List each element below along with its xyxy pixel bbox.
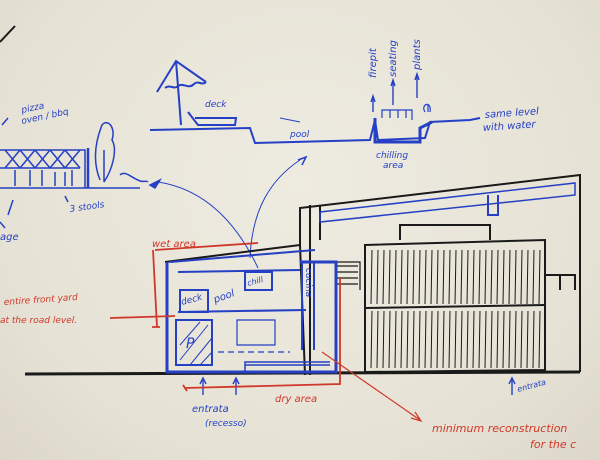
label-wet-area: wet area	[152, 239, 196, 250]
label-entrata: entrata	[192, 404, 229, 415]
hatch-line	[388, 310, 391, 369]
hatch-line	[382, 249, 385, 305]
label-dry-area: dry area	[275, 394, 317, 405]
stray-stroke	[0, 25, 16, 43]
label-minimum-reconstruction: minimum reconstruction	[432, 422, 567, 435]
hatch-line	[514, 249, 517, 305]
cladding-hatch: (function(){ var g=document.currentScrip…	[370, 249, 541, 369]
hatch-line	[400, 310, 403, 369]
pool-section-sketch	[149, 59, 481, 145]
hatch-line	[412, 310, 415, 369]
hatch-line	[478, 249, 481, 305]
label-same-level: same level	[484, 106, 539, 121]
hatch-line	[538, 310, 541, 369]
label-pizza-oven: pizza	[20, 101, 46, 116]
hatch-line	[538, 249, 541, 305]
hatch-line	[490, 310, 493, 369]
label-entrata-right: entrata	[516, 378, 547, 394]
label-recesso: (recesso)	[205, 419, 247, 429]
hatch-line	[424, 310, 427, 369]
roof-slab	[319, 182, 576, 223]
hatch-line	[526, 249, 529, 305]
hatch-line	[436, 310, 439, 369]
hatch-line	[376, 249, 379, 305]
label-with-water: with water	[482, 119, 536, 134]
hatch-line	[532, 249, 535, 305]
hatch-line	[490, 249, 493, 305]
label-plants: plants	[412, 39, 423, 71]
hatch-line	[418, 310, 421, 369]
hatch-line	[466, 310, 469, 369]
hatch-line	[478, 310, 481, 369]
label-for-the: for the c	[530, 438, 576, 451]
label-pool-section: pool	[289, 130, 310, 140]
ground-floor-plan	[165, 249, 516, 395]
hatch-line	[502, 249, 505, 305]
hatch-line	[496, 249, 499, 305]
pergola-sketch	[0, 117, 163, 229]
hatch-line	[520, 249, 523, 305]
hatch-line	[508, 249, 511, 305]
label-parking: P	[186, 336, 195, 352]
hatch-line	[532, 310, 535, 369]
hatch-line	[454, 249, 457, 305]
hatch-line	[472, 310, 475, 369]
hatch-line	[460, 249, 463, 305]
hatch-line	[460, 310, 463, 369]
label-chilling: chilling	[376, 151, 408, 161]
hatch-line	[394, 310, 397, 369]
label-plan-chill: chill	[246, 275, 265, 288]
red-annotations	[109, 242, 423, 423]
hatch-line	[406, 310, 409, 369]
hatch-line	[424, 249, 427, 305]
hatch-line	[484, 249, 487, 305]
label-firepit: firepit	[368, 47, 379, 78]
hatch-line	[514, 310, 517, 369]
label-stools: 3 stools	[69, 200, 105, 215]
label-front-yard: entire front yard	[4, 293, 79, 308]
hatch-line	[484, 310, 487, 369]
hatch-line	[442, 249, 445, 305]
label-seating: seating	[388, 40, 399, 77]
hatch-line	[430, 310, 433, 369]
label-plan-deck: deck	[180, 292, 204, 307]
hatch-line	[508, 310, 511, 369]
hatch-line	[376, 310, 379, 369]
label-storage-partial: age	[0, 232, 19, 243]
hatch-line	[454, 310, 457, 369]
hatch-line	[496, 310, 499, 369]
hatch-line	[436, 249, 439, 305]
hatch-line	[448, 310, 451, 369]
arrow-head-icon	[297, 155, 308, 166]
hatch-line	[430, 249, 433, 305]
hatch-line	[394, 249, 397, 305]
hatch-line	[412, 249, 415, 305]
hatch-line	[448, 249, 451, 305]
label-plan-pool: pool	[211, 288, 236, 306]
hatch-line	[400, 249, 403, 305]
hatch-line	[406, 249, 409, 305]
label-deck-section: deck	[205, 100, 227, 110]
hatch-line	[418, 249, 421, 305]
label-chilling-area: area	[383, 161, 403, 171]
hatch-line	[382, 310, 385, 369]
hatch-line	[370, 249, 373, 305]
roof-railing	[487, 195, 499, 216]
hatch-line	[370, 310, 373, 369]
hatch-line	[502, 310, 505, 369]
hatch-line	[526, 310, 529, 369]
hatch-line	[520, 310, 523, 369]
hatch-line	[388, 249, 391, 305]
hatch-line	[472, 249, 475, 305]
label-road-level: at the road level.	[0, 316, 77, 326]
label-plan-cucina: cucina	[303, 268, 313, 297]
hatch-line	[442, 310, 445, 369]
hatch-line	[466, 249, 469, 305]
